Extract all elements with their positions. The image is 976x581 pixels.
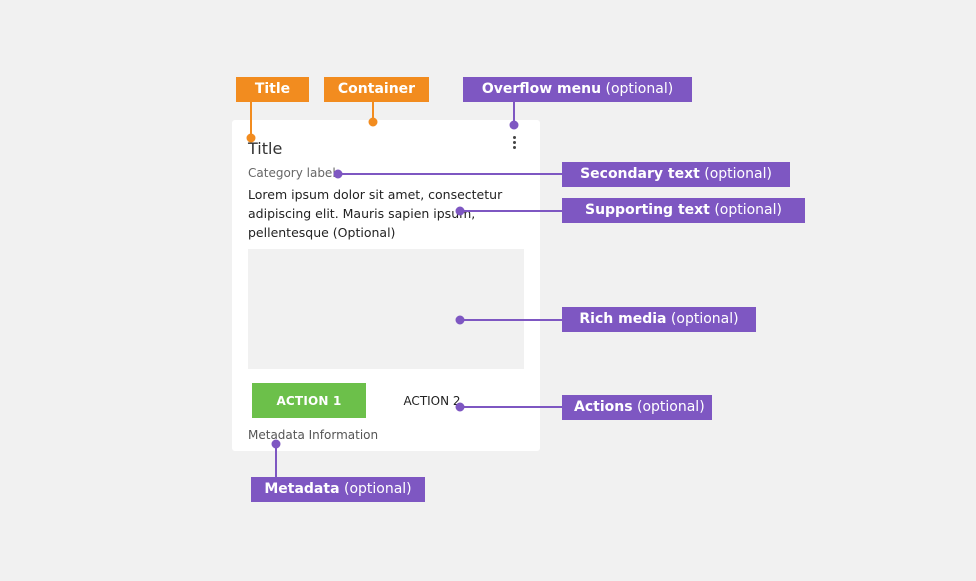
annotation-media-label: Rich media (579, 311, 667, 327)
annotation-media-suffix: (optional) (670, 311, 739, 327)
annotation-supporting-suffix: (optional) (714, 202, 782, 218)
card-title: Title (248, 139, 283, 158)
rich-media-placeholder (248, 249, 524, 369)
annotation-actions: Actions (optional) (562, 395, 712, 420)
annotation-container-label: Container (337, 81, 416, 97)
action-1-button[interactable]: ACTION 1 (252, 383, 366, 418)
annotation-media: Rich media (optional) (562, 307, 756, 332)
annotation-overflow-suffix: (optional) (605, 81, 674, 97)
annotation-overflow: Overflow menu (optional) (463, 77, 692, 102)
overflow-dot (512, 135, 516, 139)
annotation-metadata-label: Metadata (264, 481, 340, 497)
annotation-supporting: Supporting text (optional) (562, 198, 805, 223)
annotation-metadata: Metadata (optional) (251, 477, 425, 502)
annotation-secondary-suffix: (optional) (704, 166, 772, 182)
annotation-supporting-label: Supporting text (584, 202, 710, 218)
metadata-text: Metadata Information (248, 428, 379, 442)
annotation-actions-suffix: (optional) (637, 399, 705, 415)
annotation-actions-label: Actions (574, 399, 633, 415)
overflow-dot (512, 145, 516, 149)
overflow-menu-icon[interactable] (508, 134, 520, 150)
annotation-container: Container (324, 77, 429, 102)
annotation-title: Title (236, 77, 309, 102)
overflow-dot (512, 140, 516, 144)
category-label: Category label (248, 166, 336, 180)
action-2-button[interactable]: ACTION 2 (392, 383, 472, 418)
annotation-secondary: Secondary text (optional) (562, 162, 790, 187)
supporting-text: Lorem ipsum dolor sit amet, consectetur … (248, 187, 503, 240)
annotation-title-label: Title (254, 81, 291, 97)
annotation-secondary-label: Secondary text (580, 166, 700, 182)
annotation-overflow-label: Overflow menu (481, 81, 602, 97)
annotation-metadata-suffix: (optional) (343, 481, 412, 497)
